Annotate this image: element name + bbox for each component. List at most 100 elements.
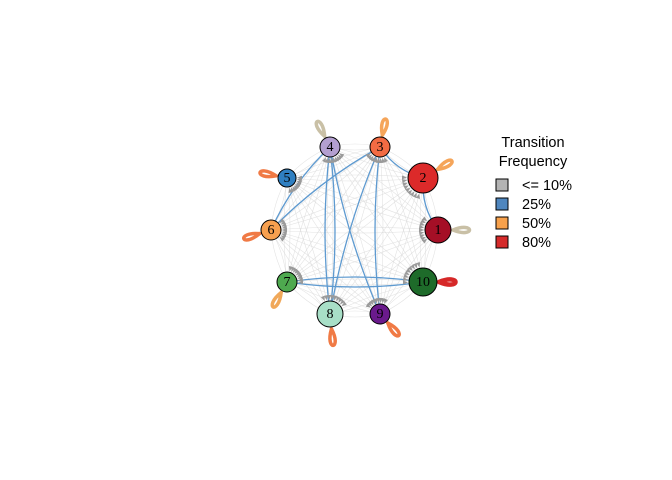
node-circle <box>316 300 344 328</box>
node-label: 4 <box>327 140 334 155</box>
background-edge <box>270 229 424 283</box>
arrowhead <box>365 303 371 308</box>
background-edge <box>329 146 381 315</box>
background-edge <box>286 177 424 283</box>
node-circle <box>276 271 298 293</box>
node-2: 2 <box>407 162 439 194</box>
background-edge <box>286 146 381 283</box>
arrowhead <box>281 222 287 227</box>
arrowhead <box>404 270 410 276</box>
arrowhead <box>416 193 420 199</box>
self-loop-8 <box>328 327 337 347</box>
nodes: 1 2 3 4 5 6 7 8 9 10 <box>260 136 452 328</box>
background-edge <box>379 146 384 315</box>
node-circle <box>407 162 439 194</box>
legend-item: 50% <box>495 216 551 232</box>
arrowhead <box>296 272 303 277</box>
background-edge <box>286 177 424 283</box>
arrowhead <box>367 154 373 160</box>
edge-3-9 <box>374 146 381 315</box>
arrowhead <box>367 301 373 307</box>
node-label: 9 <box>377 307 384 322</box>
legend-item: <= 10% <box>495 178 572 194</box>
arrowhead <box>403 273 409 278</box>
arrowhead <box>279 236 285 242</box>
self-loop-3 <box>379 117 389 137</box>
arrowhead <box>279 218 285 224</box>
node-circle <box>369 136 391 158</box>
node-label: 2 <box>420 171 427 186</box>
arrowhead <box>418 231 425 236</box>
background-edge <box>270 146 331 231</box>
arrowhead <box>412 192 417 199</box>
edge-4-8 <box>324 146 331 315</box>
arrowhead <box>373 298 378 304</box>
legend-label: <= 10% <box>522 178 572 194</box>
arrowhead <box>337 154 343 160</box>
arrowhead <box>403 185 409 190</box>
node-label: 7 <box>284 275 291 290</box>
legend-title-line1: Transition <box>501 135 564 151</box>
legend-swatch <box>495 235 509 249</box>
arrowhead <box>378 157 383 164</box>
background-edge <box>286 177 291 283</box>
background-edge <box>286 177 331 315</box>
arrowhead <box>320 295 325 302</box>
arrowhead <box>297 275 303 279</box>
arrowhead <box>405 268 412 273</box>
arrowhead <box>402 280 409 285</box>
legend-swatch <box>495 178 509 192</box>
arrowhead <box>407 265 413 272</box>
node-label: 10 <box>416 275 430 290</box>
node-9: 9 <box>369 303 391 325</box>
node-circle <box>260 219 282 241</box>
arrowhead <box>405 187 411 193</box>
arrowhead <box>329 157 334 164</box>
edge-4-6 <box>270 146 331 231</box>
arrowhead <box>333 295 338 301</box>
background-edge <box>270 177 424 231</box>
arrowhead <box>376 297 381 304</box>
arrowhead <box>419 234 425 239</box>
arrowhead <box>330 294 335 301</box>
node-circle <box>408 267 438 297</box>
node-circle <box>369 303 391 325</box>
arrowheads <box>279 153 428 308</box>
edge-3-8 <box>329 146 381 315</box>
arrowhead <box>340 299 346 305</box>
background-edge <box>286 146 381 283</box>
arrowhead <box>365 153 371 158</box>
legend-item: 25% <box>495 197 551 213</box>
node-1: 1 <box>424 216 452 244</box>
node-5: 5 <box>277 168 297 188</box>
arrowhead <box>402 277 409 282</box>
node-8: 8 <box>316 300 344 328</box>
self-loop-10 <box>436 277 458 287</box>
background-edge <box>329 146 381 315</box>
arrowhead <box>371 298 376 305</box>
node-circle <box>319 136 341 158</box>
background-edge <box>286 177 331 315</box>
self-loops <box>242 117 472 347</box>
background-edge <box>270 229 439 234</box>
legend: Transition Frequency <= 10%25%50%80% <box>495 135 572 251</box>
edge-4-9 <box>329 146 381 315</box>
node-label: 8 <box>327 307 334 322</box>
arrowhead <box>293 185 299 191</box>
arrowhead <box>336 296 341 302</box>
arrowhead <box>297 277 304 282</box>
arrowhead <box>402 182 408 187</box>
arrowhead <box>339 153 345 158</box>
edge-8-4 <box>329 146 336 315</box>
arrowhead <box>413 262 418 269</box>
legend-swatch <box>495 197 509 211</box>
self-loop-5 <box>258 169 278 179</box>
node-3: 3 <box>369 136 391 158</box>
self-loop-6 <box>242 231 262 242</box>
node-6: 6 <box>260 219 282 241</box>
arrowhead <box>368 155 374 162</box>
arrowhead <box>420 236 426 242</box>
legend-swatch <box>495 216 509 230</box>
arrowhead <box>332 157 337 163</box>
